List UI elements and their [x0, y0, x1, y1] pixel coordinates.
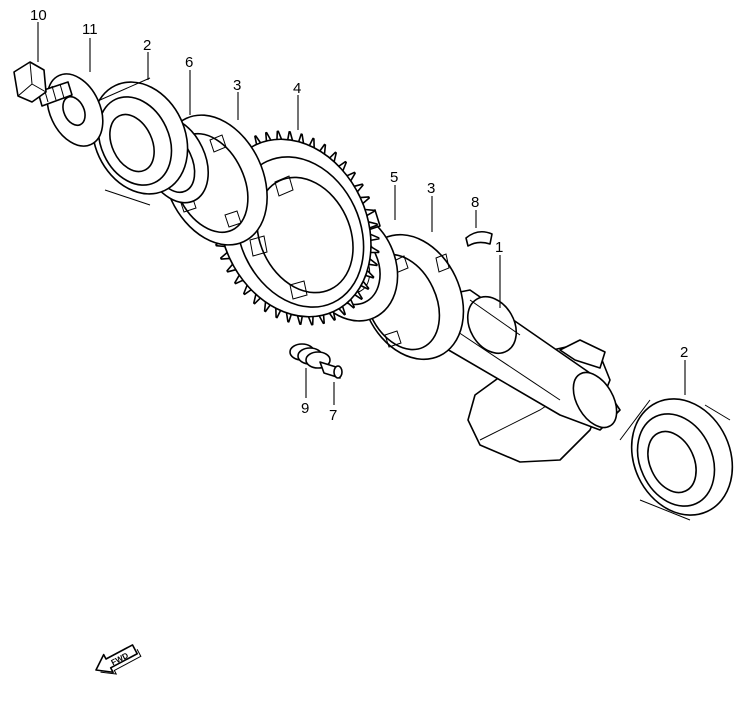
bearing-right: [619, 398, 734, 521]
driven-gear: [210, 130, 380, 326]
callout-2-left: 2: [143, 37, 151, 54]
damper-pin: [319, 361, 343, 379]
callout-labels: 10 11 2 6 3 4 5 3 8 1 2 9 7: [30, 7, 688, 424]
bolt: [13, 61, 73, 107]
callout-2-right: 2: [680, 344, 688, 361]
leader-lines: [37, 22, 686, 405]
callout-4: 4: [293, 80, 301, 97]
callout-6: 6: [185, 54, 193, 71]
callout-3-right: 3: [427, 180, 435, 197]
callout-1: 1: [495, 239, 503, 256]
callout-9: 9: [301, 400, 309, 417]
fwd-arrow: FWD: [95, 644, 142, 675]
callout-3-left: 3: [233, 77, 241, 94]
bearing-left: [91, 77, 189, 206]
callout-5: 5: [390, 169, 398, 186]
callout-7: 7: [329, 407, 337, 424]
callout-10: 10: [30, 7, 47, 24]
callout-8: 8: [471, 194, 479, 211]
callout-11: 11: [82, 21, 98, 38]
woodruff-key: [465, 230, 493, 247]
balancer-shaft: [419, 289, 621, 463]
